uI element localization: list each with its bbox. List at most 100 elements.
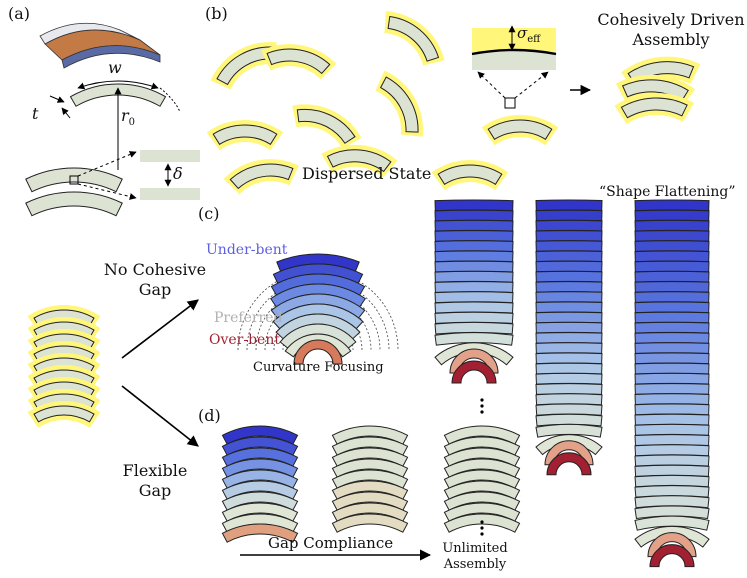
panel-c-stacks: [27, 199, 710, 568]
shell-body: [25, 191, 123, 217]
flattening-shell: [434, 301, 514, 314]
shell-body: [449, 348, 499, 374]
flattening-shell: [434, 250, 514, 263]
shell-body: [634, 260, 710, 273]
flattening-shell: [535, 230, 603, 242]
shell-body: [535, 291, 603, 303]
shell-body: [535, 321, 603, 334]
flattening-shell: [535, 240, 603, 252]
flattening-shell: [634, 291, 710, 303]
flattening-shell: [634, 301, 710, 314]
cohesive-assembly-label-2: Assembly: [632, 30, 710, 49]
shell-body: [634, 250, 710, 263]
continuation-dot: [480, 520, 484, 524]
flex-stack-shell-1: [221, 480, 299, 500]
stacked-shell-bottom: [25, 191, 123, 217]
shell-body: [535, 352, 603, 365]
flattening-shell: [535, 219, 603, 232]
dispersed-shell: [375, 70, 424, 137]
curvature-focusing-label: Curvature Focusing: [253, 360, 384, 375]
flex-stack-shell-2: [331, 513, 409, 533]
shell-body: [221, 523, 299, 543]
shell-body: [634, 219, 710, 232]
shell-body: [620, 97, 688, 119]
dispersed-shell: [431, 160, 509, 191]
flattening-shell: [634, 342, 710, 354]
shell-body: [535, 240, 603, 252]
flattening-shell: [535, 332, 603, 344]
flattening-shell: [535, 209, 603, 222]
shell-body: [221, 480, 299, 500]
shell-body: [434, 250, 514, 263]
symbol-sigma: σeff: [517, 24, 541, 45]
flattening-shell: [535, 362, 603, 375]
halo-zoom-line-right: [514, 71, 549, 99]
flexible-gap-label-1: Flexible: [122, 461, 188, 480]
shell-body: [331, 425, 409, 445]
shell-body: [443, 480, 521, 500]
flattening-shell: [535, 372, 603, 385]
flattening-shell: [434, 311, 514, 324]
panel-label-a: (a): [8, 4, 31, 23]
arrow-to-no-cohesive: [121, 299, 199, 359]
flattening-shell: [634, 352, 710, 365]
over-bent-shell: [293, 339, 343, 365]
flex-stack-shell-2: [331, 480, 409, 500]
shell-body: [535, 219, 603, 232]
shell-body: [634, 383, 710, 395]
shell-body: [443, 447, 521, 467]
flex-stack-shell-1: [221, 491, 299, 511]
flattening-shell: [535, 393, 603, 406]
shell-body: [634, 230, 710, 242]
shell-body: [221, 436, 299, 456]
shell-body: [331, 436, 409, 456]
shell-body: [434, 219, 514, 232]
flex-stack-shell-1: [221, 447, 299, 467]
flex-stack-shell-3: [443, 425, 521, 445]
flex-stack-shell-3: [443, 480, 521, 500]
shell-body: [634, 209, 710, 222]
flex-stack-shell-1: [221, 425, 299, 445]
shell-body: [535, 250, 603, 262]
shell-body: [634, 423, 710, 436]
dispersed-shells: [206, 11, 559, 195]
flattening-shell: [434, 321, 514, 335]
shell-body: [221, 425, 299, 445]
shell-body: [379, 76, 419, 133]
shell-body: [221, 491, 299, 511]
flattening-shell: [434, 291, 514, 304]
shell-body: [634, 311, 710, 324]
shell-body: [434, 260, 514, 273]
shell-body: [451, 360, 497, 384]
no-cohesive-gap-label-1: No Cohesive: [103, 260, 207, 279]
panel-d-stacks: [221, 398, 521, 543]
shell-body: [647, 532, 697, 558]
dispersed-shell: [384, 11, 445, 66]
flattening-shell: [634, 393, 710, 406]
focus-guide-arc: [246, 278, 390, 351]
width-arrow: [77, 80, 159, 90]
end-shell: [449, 348, 499, 374]
shell-body: [443, 502, 521, 522]
shell-body: [634, 240, 710, 252]
continuation-dot: [480, 410, 484, 414]
shell-body: [434, 240, 514, 252]
shell-body: [535, 342, 603, 354]
shell-body: [634, 362, 710, 375]
flattening-shell: [434, 260, 514, 273]
shell-body: [443, 491, 521, 511]
flattening-shell: [535, 383, 603, 395]
shell-body: [634, 393, 710, 406]
flattening-shell: [634, 403, 710, 416]
flattening-shell: [434, 332, 514, 346]
flattening-shell: [434, 219, 514, 232]
flattening-shell: [634, 515, 710, 531]
flex-stack-end-1: [221, 523, 299, 543]
shell-body: [434, 270, 514, 283]
shell-body: [634, 352, 710, 365]
shell-body: [535, 423, 603, 438]
end-shell: [544, 440, 594, 466]
flex-stack-shell-2: [331, 458, 409, 478]
flex-stack-shell-1: [221, 436, 299, 456]
